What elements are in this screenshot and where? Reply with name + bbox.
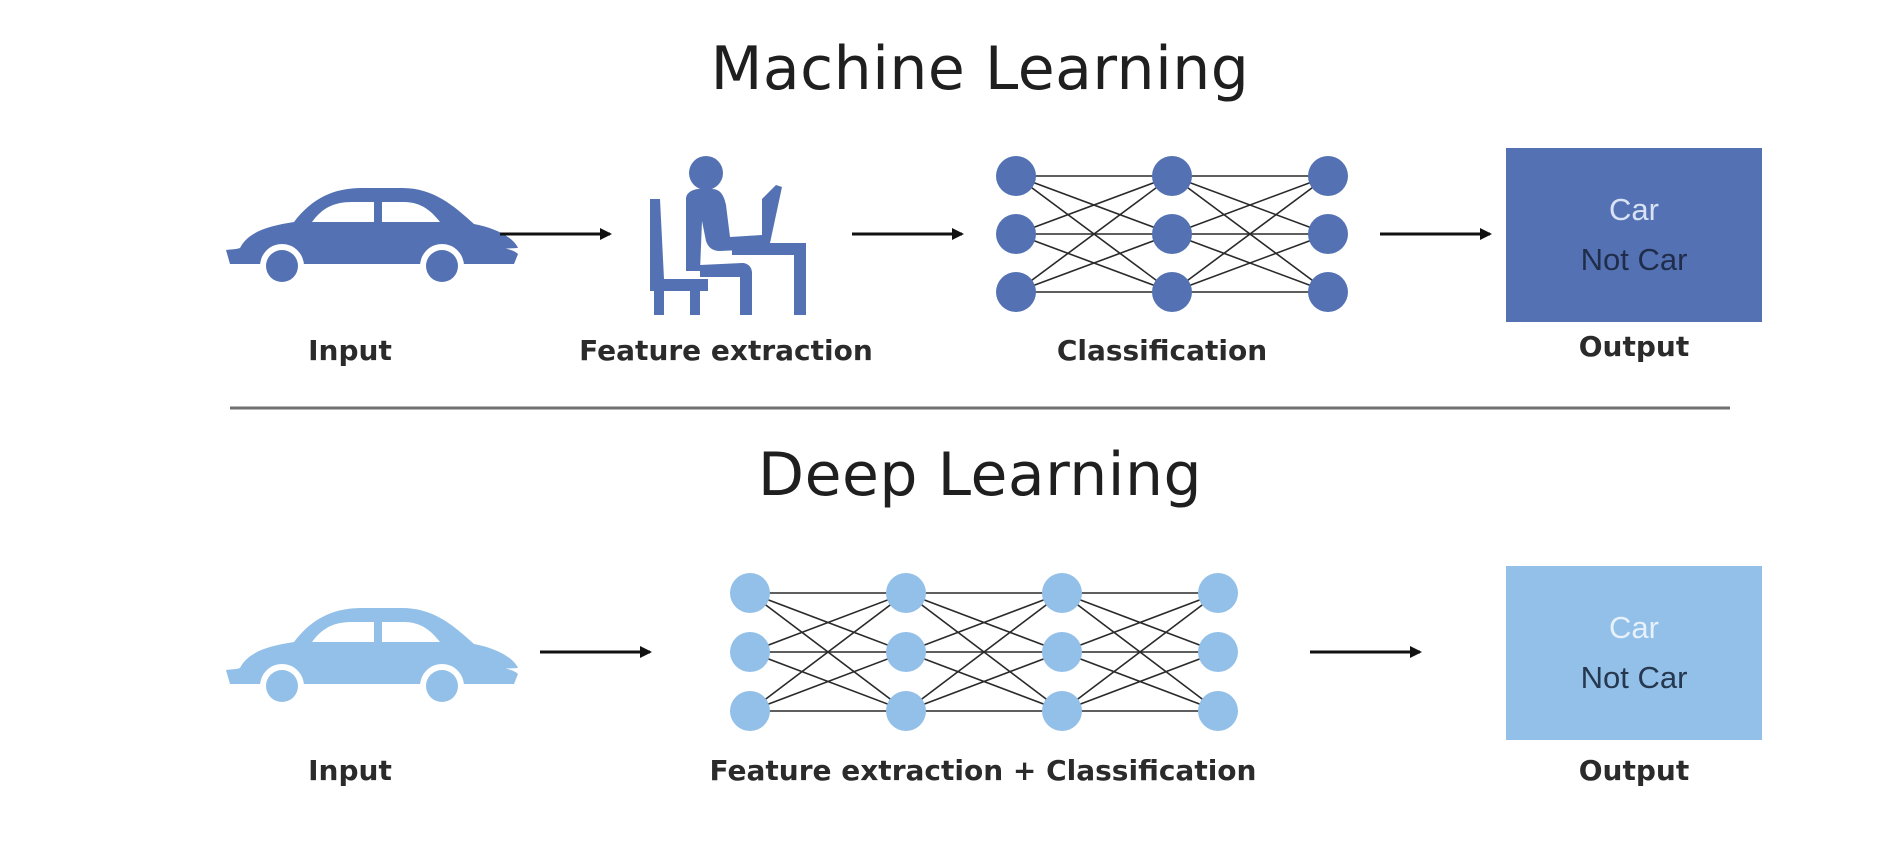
- ml-network-edge: [1015, 175, 1173, 293]
- dl-network-edge: [749, 592, 907, 653]
- dl-network-node: [730, 691, 770, 731]
- dl-network-edge: [749, 592, 907, 712]
- dl-network-edge: [1061, 592, 1219, 712]
- ml-network-node: [1308, 272, 1348, 312]
- dl-network-node: [886, 573, 926, 613]
- deep-learning-title: Deep Learning: [757, 440, 1203, 510]
- dl-network-node: [730, 632, 770, 672]
- ml-output-label: Output: [1578, 330, 1690, 363]
- dl-network-edge: [749, 651, 907, 712]
- dl-network-edge: [905, 592, 1063, 712]
- dl-network-node: [1042, 573, 1082, 613]
- dl-network-edge: [1061, 592, 1219, 653]
- dl-combined-label: Feature extraction + Classification: [709, 754, 1257, 787]
- ml-network-edge: [1171, 233, 1329, 293]
- dl-network-node: [1198, 691, 1238, 731]
- dl-input-car-icon: [226, 608, 518, 708]
- dl-network-node: [1198, 573, 1238, 613]
- dl-output-label: Output: [1578, 754, 1690, 787]
- ml-input-car-icon: [226, 188, 518, 288]
- ml-network-node: [1308, 214, 1348, 254]
- dl-network-node: [886, 691, 926, 731]
- ml-network-edge: [1171, 175, 1329, 293]
- ml-network-node: [1308, 156, 1348, 196]
- dl-network-edge: [905, 592, 1063, 653]
- ml-classification-network: [996, 156, 1348, 312]
- ml-network-edge: [1015, 233, 1173, 293]
- ml-network-node: [1152, 214, 1192, 254]
- dl-network-node: [886, 632, 926, 672]
- dl-output-box: Car Not Car: [1506, 566, 1762, 740]
- ml-network-edge: [1171, 175, 1329, 235]
- ml-network-node: [996, 272, 1036, 312]
- ml-output-not-car: Not Car: [1580, 242, 1688, 277]
- dl-network-edge: [905, 651, 1063, 712]
- ml-feature-label: Feature extraction: [579, 334, 873, 367]
- dl-network-edge: [1061, 651, 1219, 712]
- ml-input-label: Input: [308, 334, 392, 367]
- ml-network-node: [996, 214, 1036, 254]
- ml-network-edge: [1015, 175, 1173, 235]
- ml-network-node: [1152, 272, 1192, 312]
- dl-output-car: Car: [1609, 610, 1659, 645]
- person-at-computer-icon: [650, 156, 806, 315]
- machine-learning-title: Machine Learning: [710, 34, 1250, 104]
- dl-network-node: [730, 573, 770, 613]
- dl-network-node: [1042, 691, 1082, 731]
- dl-network-node: [1198, 632, 1238, 672]
- dl-network-node: [1042, 632, 1082, 672]
- ml-network-node: [996, 156, 1036, 196]
- ml-output-box: Car Not Car: [1506, 148, 1762, 322]
- dl-input-label: Input: [308, 754, 392, 787]
- ml-classification-label: Classification: [1056, 334, 1268, 367]
- ml-network-node: [1152, 156, 1192, 196]
- ml-output-car: Car: [1609, 192, 1659, 227]
- dl-output-not-car: Not Car: [1580, 660, 1688, 695]
- dl-network: [730, 573, 1238, 731]
